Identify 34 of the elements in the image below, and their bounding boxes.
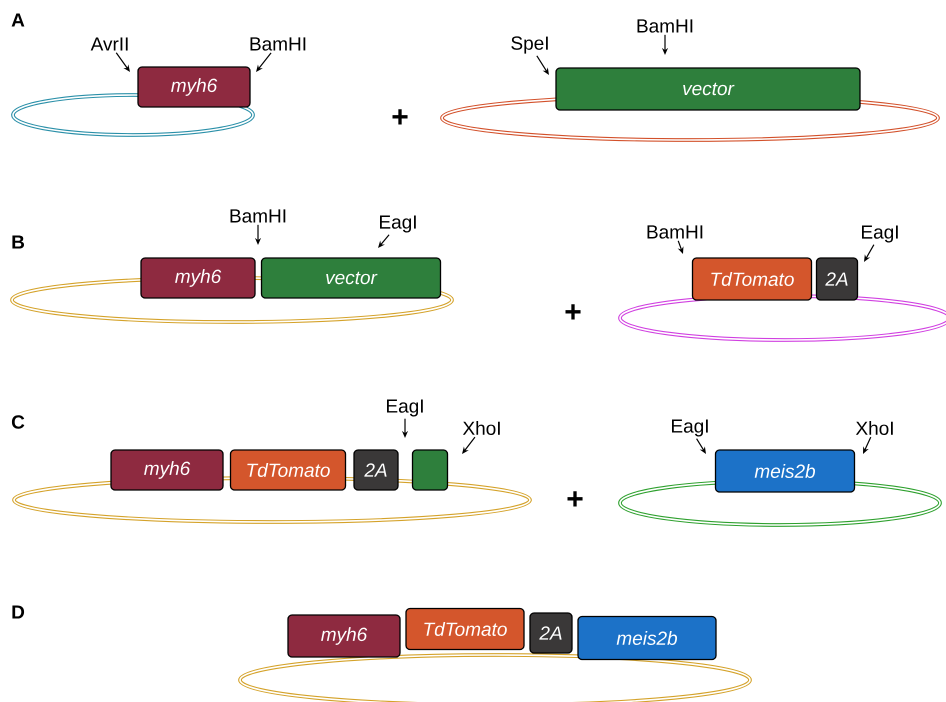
gene-box: myh6	[287, 614, 401, 658]
gene-box: TdTomato	[230, 449, 346, 491]
gene-box: TdTomato	[405, 608, 525, 650]
gene-box: myh6	[140, 257, 256, 299]
plus-sign: +	[392, 109, 408, 124]
gene-box: 2A	[353, 449, 399, 491]
plus-sign: +	[566, 304, 581, 320]
gene-box: meis2b	[577, 616, 717, 660]
panel-letter: B	[12, 235, 24, 249]
enzyme-label: EagI	[862, 226, 898, 242]
plus-sign: +	[568, 491, 583, 506]
enzyme-label: XhoI	[462, 421, 500, 435]
enzyme-label: BamHI	[230, 209, 286, 223]
enzyme-label: EagI	[672, 420, 708, 436]
panel-letter: A	[12, 13, 24, 27]
enzyme-label: AvrII	[90, 37, 128, 51]
gene-box: meis2b	[714, 449, 856, 493]
gene-box: vector	[260, 257, 442, 299]
gene-box: vector	[555, 67, 861, 111]
gene-box: 2A	[816, 257, 858, 301]
enzyme-label: EagI	[380, 216, 416, 232]
enzyme-label: BamHI	[648, 225, 702, 239]
enzyme-label: EagI	[387, 400, 423, 416]
enzyme-label: BamHI	[250, 37, 306, 51]
gene-box: myh6	[137, 66, 251, 108]
enzyme-label: XhoI	[856, 421, 893, 435]
gene-box	[412, 449, 448, 491]
gene-box: 2A	[529, 612, 573, 654]
panel-letter: D	[12, 605, 24, 619]
enzyme-label: BamHI	[638, 19, 692, 33]
panel-letter: C	[12, 415, 24, 429]
gene-box: TdTomato	[692, 257, 812, 301]
enzyme-label: SpeI	[511, 36, 548, 54]
gene-box: myh6	[110, 449, 224, 491]
